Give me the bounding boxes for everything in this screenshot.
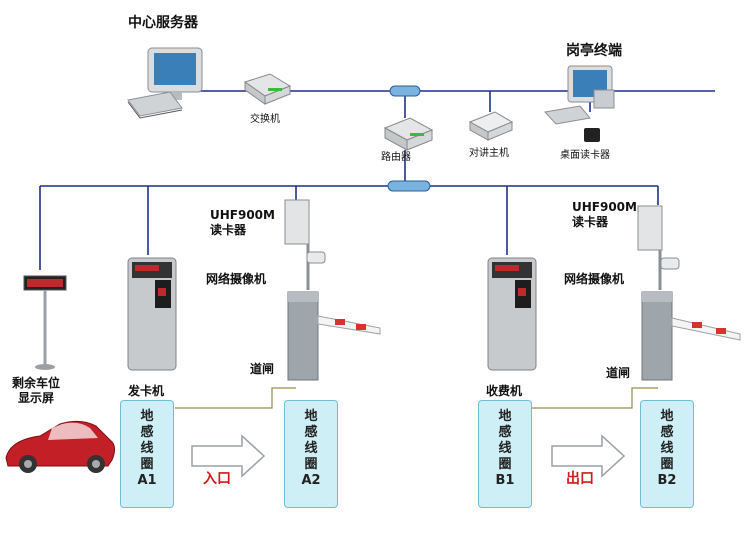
parking-display-label: 剩余车位 显示屏 [12, 376, 61, 405]
loop-b1-line: 感 [498, 425, 512, 440]
loop-b1-line: 线 [498, 441, 512, 456]
card-dispenser-label: 发卡机 [128, 384, 165, 398]
switch-label: 交换机 [250, 114, 280, 125]
exit-label: 出口 [566, 471, 594, 487]
loop-b1-line: 地 [498, 409, 512, 424]
router-label: 路由器 [381, 152, 411, 163]
signal-lines [175, 387, 658, 409]
loop-b2-line: 线 [660, 441, 674, 456]
toll-machine-label: 收费机 [486, 384, 523, 398]
loop-a1-line: A1 [137, 473, 157, 488]
loop-b1: 地 感 线 圈 B1 [478, 400, 532, 508]
booth-terminal-label: 岗亭终端 [566, 43, 622, 59]
gate-left-icon [284, 199, 381, 381]
loop-a2-line: 地 [304, 409, 318, 424]
loop-a1: 地 感 线 圈 A1 [120, 400, 174, 508]
loop-a2-line: 感 [304, 425, 318, 440]
camera-left-label: 网络摄像机 [206, 272, 267, 286]
loop-a1-line: 地 [140, 409, 154, 424]
loop-a2-line: A2 [301, 473, 321, 488]
server-label: 中心服务器 [128, 15, 198, 31]
loop-b2: 地 感 线 圈 B2 [640, 400, 694, 508]
switch-icon [243, 73, 292, 105]
intercom-icon [468, 111, 514, 141]
connector-top [389, 85, 421, 97]
uhf-reader-left-label: UHF900M 读卡器 [210, 208, 275, 237]
loop-a2-line: 线 [304, 441, 318, 456]
car-icon [5, 420, 116, 473]
loop-b2-line: 圈 [660, 457, 674, 472]
uhf-reader-right-label: UHF900M 读卡器 [572, 200, 637, 229]
camera-right-label: 网络摄像机 [564, 272, 625, 286]
gate-right-icon [637, 205, 741, 381]
booth-terminal-icon [544, 65, 615, 142]
loop-a1-line: 线 [140, 441, 154, 456]
connector-bottom [387, 180, 431, 192]
gate-right-label: 道闸 [606, 366, 631, 380]
loop-b1-line: 圈 [498, 457, 512, 472]
loop-a2: 地 感 线 圈 A2 [284, 400, 338, 508]
toll-machine-icon [487, 257, 537, 371]
router-icon [383, 117, 434, 151]
loop-b2-line: B2 [657, 473, 677, 488]
loop-a1-line: 感 [140, 425, 154, 440]
desk-reader-label: 桌面读卡器 [560, 150, 610, 161]
intercom-label: 对讲主机 [469, 148, 509, 159]
loop-a1-line: 圈 [140, 457, 154, 472]
server-icon [127, 47, 203, 119]
parking-display-icon [23, 275, 67, 370]
loop-b2-line: 感 [660, 425, 674, 440]
gate-left-label: 道闸 [250, 362, 275, 376]
loop-a2-line: 圈 [304, 457, 318, 472]
entry-label: 入口 [203, 471, 231, 487]
card-dispenser-icon [127, 257, 177, 371]
loop-b1-line: B1 [495, 473, 515, 488]
entry-arrow [191, 434, 266, 478]
exit-arrow [551, 434, 626, 478]
loop-b2-line: 地 [660, 409, 674, 424]
